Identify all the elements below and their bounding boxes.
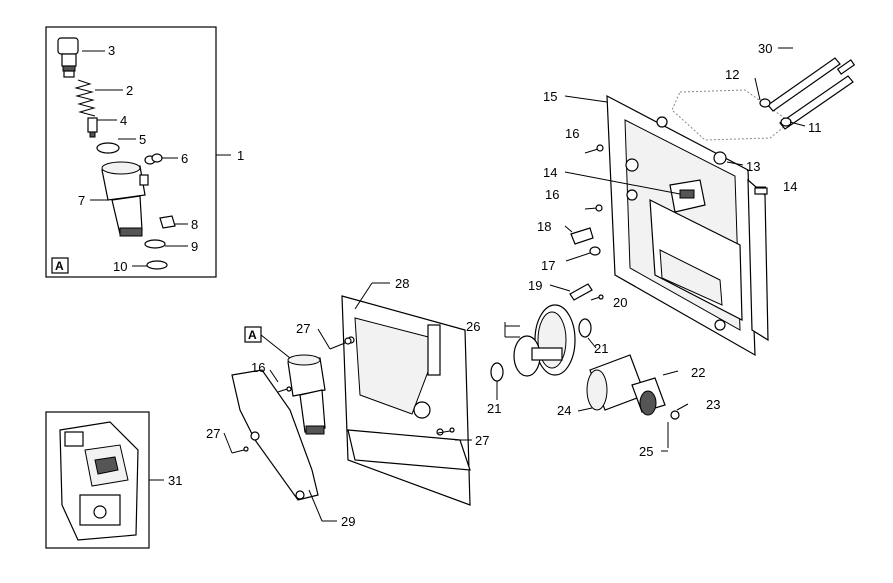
part-3-fitting [57,37,79,78]
inset-a-tag-box [51,257,69,274]
callout-24: 24 [557,403,571,418]
part-27-screw-left [231,446,249,454]
callout-26: 26 [466,319,480,334]
callout-6: 6 [181,151,188,166]
center-subframe [341,295,471,506]
part-8-clip [159,215,176,229]
callout-14-right: 14 [783,179,797,194]
part-31-assembled-unit [59,421,139,541]
callout-a-tag: A [248,328,257,342]
callout-27-left: 27 [206,426,220,441]
callout-4: 4 [120,113,127,128]
callout-30: 30 [758,41,772,56]
callout-16-center: 16 [251,360,265,375]
callout-7: 7 [78,193,85,208]
callout-10: 10 [113,259,127,274]
part-21-ring-lower [490,362,504,382]
part-22-gearhead [631,377,666,416]
callout-11: 11 [808,120,822,135]
callout-25: 25 [639,444,653,459]
callout-23: 23 [706,397,720,412]
part-13-bushing [713,151,727,165]
part-18-lever [570,227,594,245]
inset-a-tag: A [55,259,64,273]
part-12-ring [759,98,771,108]
part-10-ring [146,260,168,270]
inset-a-frame [45,26,217,278]
part-29-plate [231,369,319,501]
callout-9: 9 [191,239,198,254]
callout-16-mid: 16 [545,187,559,202]
inset-a-panel: A [45,26,231,278]
callout-21-upper: 21 [594,341,608,356]
callout-22: 22 [691,365,705,380]
callout-17: 17 [541,258,555,273]
callout-27-top: 27 [296,321,310,336]
callout-5: 5 [139,132,146,147]
inset-31-panel [45,411,164,549]
callout-1: 1 [237,148,244,163]
callout-12: 12 [725,67,739,82]
solenoid-valve-a: A [244,326,326,435]
part-17-washer [589,246,601,256]
callout-3: 3 [108,43,115,58]
part-11-ring [780,117,792,127]
callout-2: 2 [126,83,133,98]
part-26-gear-assembly [513,304,576,377]
part-16-screw-center [277,386,292,393]
callout-13: 13 [746,159,760,174]
part-16-screw-upper [584,144,604,154]
part-5-oring [96,142,120,154]
callout-a-box [244,326,262,343]
callout-27-right: 27 [475,433,489,448]
callout-29: 29 [341,514,355,529]
callout-8: 8 [191,217,198,232]
callout-14-left: 14 [543,165,557,180]
part-19-pin [569,283,593,301]
part-6-washers [144,153,163,165]
callout-16-upper: 16 [565,126,579,141]
main-chassis [549,47,856,357]
part-16-screw-mid [584,204,603,212]
part-27-screw-top [329,337,352,350]
part-20-screw [590,294,604,301]
part-21-ring-upper [578,318,592,338]
part-12-ghost-bracket [671,89,791,141]
part-23-nut [670,410,680,420]
part-4-pin [87,117,98,138]
callout-28: 28 [395,276,409,291]
part-24-motor [586,354,646,411]
gear-group [490,304,689,452]
part-9-ring [144,239,166,249]
callout-15: 15 [543,89,557,104]
part-30-rods [767,57,856,130]
callout-18: 18 [537,219,551,234]
callout-21-lower: 21 [487,401,501,416]
callout-20: 20 [613,295,627,310]
part-27-screw-right [437,427,455,434]
callout-numbers: 3 2 4 5 6 7 8 9 10 1 30 12 11 15 16 13 1… [78,41,822,529]
part-14-pin-right [754,187,768,195]
part-2-spring [74,79,96,117]
part-7-valve-body [101,161,149,237]
callout-19: 19 [528,278,542,293]
callout-31: 31 [168,473,182,488]
